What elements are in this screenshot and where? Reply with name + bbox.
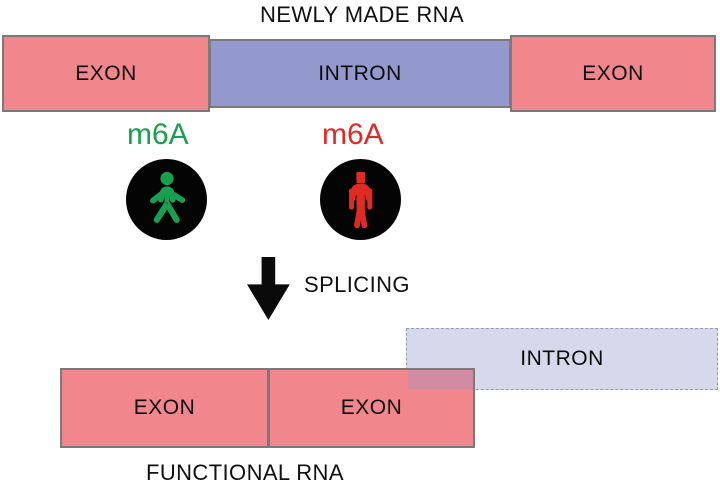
standing-person-icon bbox=[320, 159, 401, 240]
splicing-arrow-icon bbox=[238, 252, 300, 324]
m6a-label-green: m6A bbox=[127, 118, 189, 151]
mature-mrna-exon-right: EXON bbox=[268, 368, 475, 448]
functional-rna-title: FUNCTIONAL RNA bbox=[146, 460, 344, 485]
pre-mrna-exon-left: EXON bbox=[2, 35, 210, 112]
mature-mrna-exon-left: EXON bbox=[60, 368, 269, 448]
newly-made-rna-title: NEWLY MADE RNA bbox=[260, 2, 465, 27]
pre-mrna-intron: INTRON bbox=[209, 39, 511, 108]
pre-mrna-exon-right: EXON bbox=[510, 35, 716, 112]
splicing-label: SPLICING bbox=[304, 272, 410, 297]
m6a-label-red: m6A bbox=[322, 118, 384, 151]
walking-person-icon bbox=[126, 159, 207, 240]
